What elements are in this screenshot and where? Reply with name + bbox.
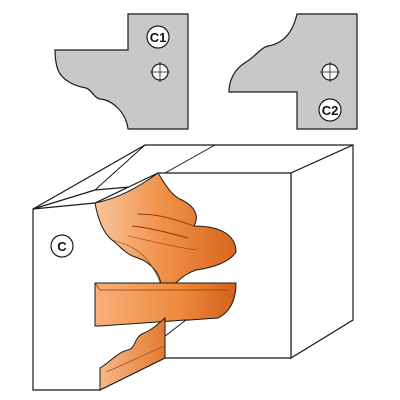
- workpiece-label: C: [57, 239, 67, 254]
- lower-profile-surface: [99, 316, 166, 391]
- knife-c2-badge: C2: [318, 98, 342, 122]
- knife-c1: C1: [54, 13, 189, 130]
- upper-profile-surface: [94, 172, 237, 287]
- knife-c2-label: C2: [322, 103, 339, 118]
- workpiece-badge: C: [50, 234, 74, 258]
- workpiece-block: C: [32, 144, 354, 391]
- block-right-face: [290, 144, 354, 360]
- knife-c1-badge: C1: [146, 25, 170, 49]
- screw-hole-icon: [320, 62, 340, 82]
- knife-c1-label: C1: [150, 30, 167, 45]
- knife-c2: C2: [228, 13, 358, 130]
- screw-hole-icon: [150, 62, 170, 82]
